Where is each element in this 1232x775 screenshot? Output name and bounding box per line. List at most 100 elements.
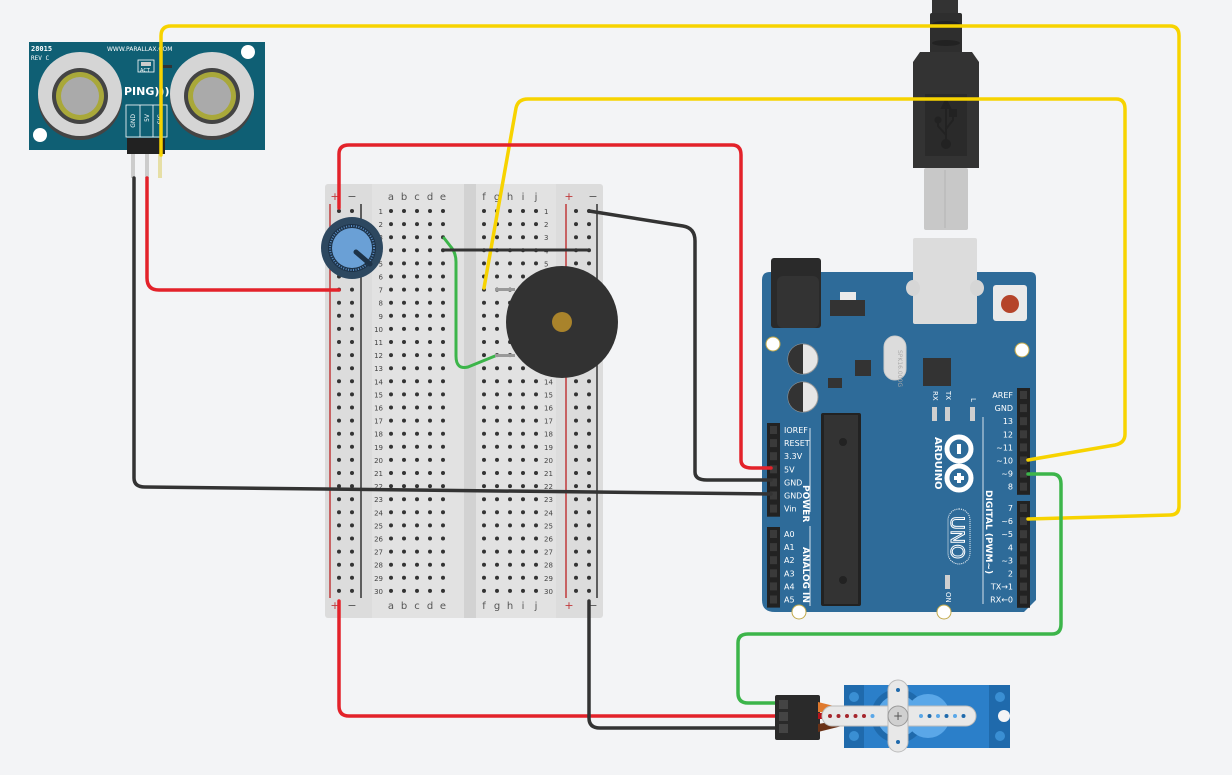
breadboard-hole[interactable] <box>402 588 406 593</box>
rail-hole[interactable] <box>587 471 591 475</box>
breadboard-hole[interactable] <box>415 471 419 475</box>
breadboard-hole[interactable] <box>495 575 499 580</box>
breadboard-hole[interactable] <box>534 222 538 227</box>
breadboard-hole[interactable] <box>428 457 432 462</box>
breadboard-hole[interactable] <box>534 235 538 240</box>
breadboard-hole[interactable] <box>415 287 419 292</box>
breadboard-hole[interactable] <box>508 457 512 462</box>
breadboard-hole[interactable] <box>482 405 486 410</box>
breadboard-hole[interactable] <box>428 222 432 227</box>
rail-hole[interactable] <box>337 575 341 580</box>
rail-hole[interactable] <box>587 510 591 515</box>
breadboard-hole[interactable] <box>402 405 406 410</box>
breadboard-hole[interactable] <box>402 457 406 462</box>
breadboard-hole[interactable] <box>428 497 432 502</box>
rail-hole[interactable] <box>337 313 341 318</box>
rail-hole[interactable] <box>574 588 578 593</box>
breadboard-hole[interactable] <box>534 209 538 213</box>
rail-hole[interactable] <box>350 457 354 462</box>
ping-pin-5v[interactable] <box>145 154 149 178</box>
breadboard-hole[interactable] <box>441 523 445 528</box>
rail-hole[interactable] <box>350 313 354 318</box>
breadboard-hole[interactable] <box>402 562 406 567</box>
breadboard-hole[interactable] <box>534 510 538 515</box>
piezo-buzzer[interactable] <box>495 266 618 378</box>
rail-hole[interactable] <box>350 366 354 371</box>
breadboard-hole[interactable] <box>402 484 406 489</box>
breadboard-hole[interactable] <box>521 418 525 423</box>
header-pin[interactable] <box>770 504 777 513</box>
breadboard-hole[interactable] <box>521 392 525 397</box>
breadboard-hole[interactable] <box>441 300 445 305</box>
rail-hole[interactable] <box>350 353 354 358</box>
breadboard-hole[interactable] <box>482 471 486 475</box>
breadboard-hole[interactable] <box>415 274 419 279</box>
breadboard-hole[interactable] <box>508 510 512 515</box>
breadboard-hole[interactable] <box>402 444 406 449</box>
breadboard-hole[interactable] <box>428 562 432 567</box>
breadboard-hole[interactable] <box>482 562 486 567</box>
breadboard-hole[interactable] <box>415 300 419 305</box>
breadboard-hole[interactable] <box>428 313 432 318</box>
header-pin[interactable] <box>770 582 777 591</box>
breadboard-hole[interactable] <box>389 392 393 397</box>
breadboard-hole[interactable] <box>389 497 393 502</box>
rail-hole[interactable] <box>574 497 578 502</box>
header-pin[interactable] <box>1020 404 1027 413</box>
breadboard-hole[interactable] <box>521 444 525 449</box>
breadboard-hole[interactable] <box>508 418 512 423</box>
breadboard-hole[interactable] <box>482 549 486 554</box>
breadboard-hole[interactable] <box>534 392 538 397</box>
breadboard-hole[interactable] <box>482 510 486 515</box>
rail-hole[interactable] <box>587 405 591 410</box>
breadboard-hole[interactable] <box>428 209 432 213</box>
breadboard-hole[interactable] <box>402 261 406 266</box>
breadboard-hole[interactable] <box>389 340 393 344</box>
header-pin[interactable] <box>770 439 777 448</box>
breadboard-hole[interactable] <box>482 457 486 462</box>
breadboard-hole[interactable] <box>402 379 406 384</box>
breadboard-hole[interactable] <box>402 536 406 541</box>
breadboard-hole[interactable] <box>428 287 432 292</box>
breadboard-hole[interactable] <box>495 510 499 515</box>
breadboard-hole[interactable] <box>441 287 445 292</box>
breadboard-hole[interactable] <box>428 536 432 541</box>
breadboard-hole[interactable] <box>495 340 499 344</box>
servo-horn[interactable]: + <box>821 679 977 753</box>
header-pin[interactable] <box>770 543 777 552</box>
breadboard-hole[interactable] <box>441 392 445 397</box>
breadboard-hole[interactable] <box>482 366 486 371</box>
breadboard-hole[interactable] <box>508 523 512 528</box>
breadboard-hole[interactable] <box>389 536 393 541</box>
breadboard-hole[interactable] <box>534 484 538 489</box>
breadboard-hole[interactable] <box>482 313 486 318</box>
breadboard-hole[interactable] <box>508 588 512 593</box>
breadboard-hole[interactable] <box>428 575 432 580</box>
rail-hole[interactable] <box>574 575 578 580</box>
usb-port[interactable] <box>913 238 977 324</box>
breadboard-hole[interactable] <box>389 457 393 462</box>
breadboard-hole[interactable] <box>441 379 445 384</box>
breadboard-hole[interactable] <box>495 549 499 554</box>
header-pin[interactable] <box>770 595 777 604</box>
breadboard-hole[interactable] <box>441 313 445 318</box>
rail-hole[interactable] <box>337 484 341 489</box>
breadboard-hole[interactable] <box>495 405 499 410</box>
breadboard-hole[interactable] <box>402 235 406 240</box>
breadboard-hole[interactable] <box>534 562 538 567</box>
breadboard-hole[interactable] <box>415 340 419 344</box>
rail-hole[interactable] <box>574 222 578 227</box>
breadboard-hole[interactable] <box>482 340 486 344</box>
breadboard-hole[interactable] <box>534 431 538 436</box>
rail-hole[interactable] <box>587 536 591 541</box>
breadboard-hole[interactable] <box>415 484 419 489</box>
breadboard-hole[interactable] <box>415 562 419 567</box>
breadboard-hole[interactable] <box>428 326 432 331</box>
breadboard-hole[interactable] <box>441 444 445 449</box>
breadboard-hole[interactable] <box>428 235 432 240</box>
ping-ultrasonic-sensor[interactable]: 28015 REV C WWW.PARALLAX.COM ACT PING)))… <box>29 42 265 178</box>
rail-hole[interactable] <box>574 392 578 397</box>
breadboard-hole[interactable] <box>428 274 432 279</box>
breadboard-hole[interactable] <box>508 392 512 397</box>
breadboard-hole[interactable] <box>495 431 499 436</box>
